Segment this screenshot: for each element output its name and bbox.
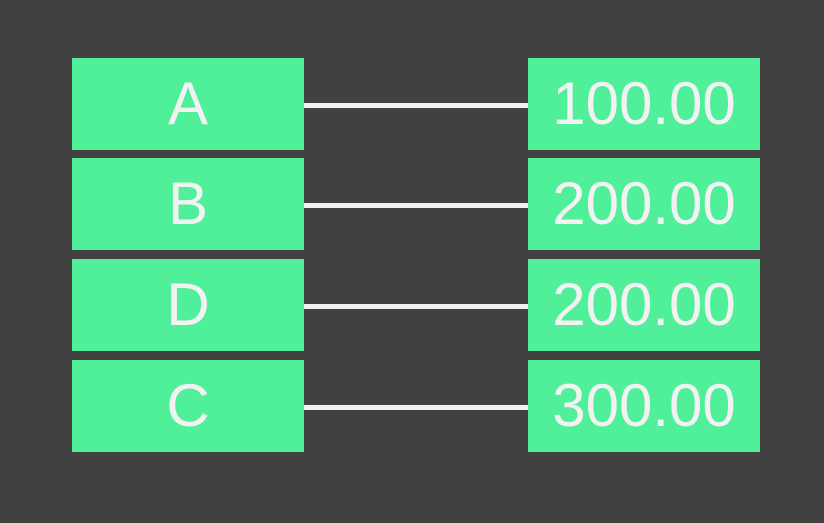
mapping-row: D 200.00	[0, 259, 824, 351]
value-node: 100.00	[528, 58, 760, 150]
value-label: 200.00	[552, 170, 736, 237]
connector-line	[304, 203, 528, 208]
value-node: 200.00	[528, 158, 760, 250]
key-node: D	[72, 259, 304, 351]
mapping-row: A 100.00	[0, 58, 824, 150]
key-node: B	[72, 158, 304, 250]
key-node: C	[72, 360, 304, 452]
mapping-row: C 300.00	[0, 360, 824, 452]
key-node: A	[72, 58, 304, 150]
key-label: C	[166, 372, 210, 439]
mapping-row: B 200.00	[0, 158, 824, 250]
value-node: 200.00	[528, 259, 760, 351]
connector-line	[304, 103, 528, 108]
value-label: 300.00	[552, 372, 736, 439]
value-label: 200.00	[552, 271, 736, 338]
connector-line	[304, 405, 528, 410]
key-label: A	[167, 70, 209, 137]
key-label: B	[167, 170, 209, 237]
connector-line	[304, 304, 528, 309]
key-label: D	[166, 271, 210, 338]
value-label: 100.00	[552, 70, 736, 137]
value-node: 300.00	[528, 360, 760, 452]
